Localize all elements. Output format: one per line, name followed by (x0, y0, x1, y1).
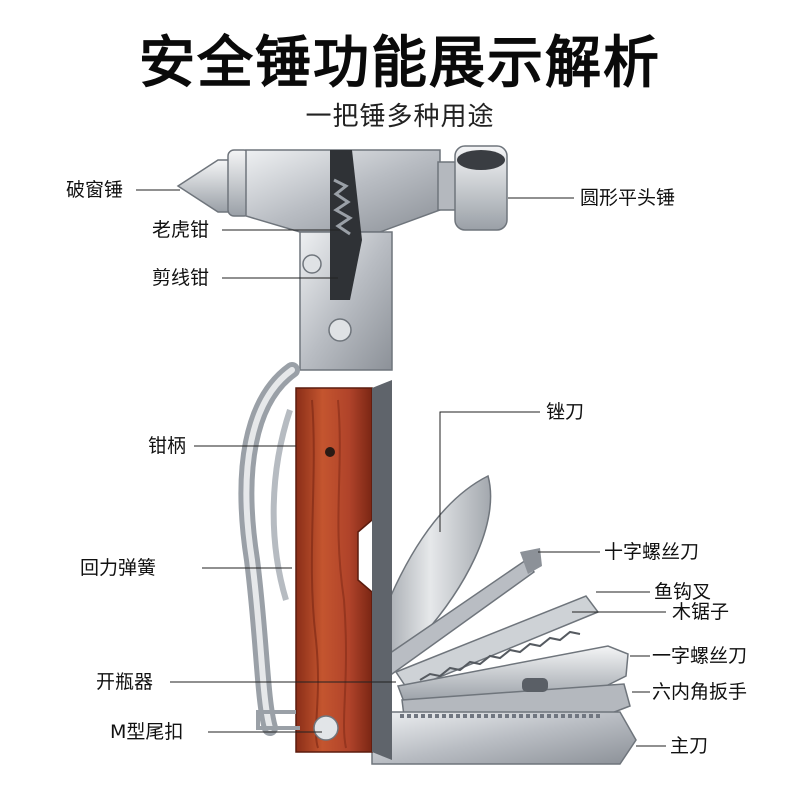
tail-clip-rivet (313, 715, 339, 741)
rivet-pivot (328, 318, 352, 342)
label-plier-handle: 钳柄 (148, 435, 187, 457)
hammer-face-hole (457, 150, 505, 170)
label-bottle-opener: 开瓶器 (96, 671, 154, 693)
wood-handle (295, 380, 392, 760)
handle-rivet (325, 447, 335, 457)
label-return-spring: 回力弹簧 (80, 557, 157, 579)
pliers-jaws (299, 150, 393, 371)
hex-wrench-hole (522, 678, 548, 692)
return-spring (270, 409, 293, 601)
label-hex-wrench: 六内角扳手 (652, 681, 748, 703)
leader-lines-left (136, 189, 396, 733)
label-flat-screwdriver: 一字螺丝刀 (652, 645, 748, 667)
page-title: 安全锤功能展示解析 (139, 31, 661, 96)
label-m-tail-clip: M型尾扣 (110, 721, 184, 743)
leader-cuo-dao (439, 411, 540, 532)
saw-teeth (419, 630, 581, 681)
page-subtitle: 一把锤多种用途 (305, 102, 495, 132)
label-fish-hook-fork: 鱼钩叉 (654, 581, 712, 603)
wood-grain-2 (337, 399, 347, 749)
pliers-teeth (333, 178, 353, 236)
leader-lines-right (439, 197, 666, 747)
label-vise-pliers: 老虎钳 (152, 219, 210, 241)
label-window-breaker: 破窗锤 (66, 179, 124, 201)
label-wood-saw: 木锯子 (672, 601, 730, 623)
rivet-top (302, 254, 322, 274)
m-tail-clip (256, 710, 300, 730)
plier-handle-highlight (243, 367, 295, 731)
wood-scale (295, 387, 373, 753)
pliers-body (299, 231, 393, 371)
label-main-blade: 主刀 (670, 735, 709, 757)
label-phillips-screwdriver: 十字螺丝刀 (604, 541, 700, 563)
main-blade (371, 711, 637, 765)
pliers-jaw-gap (330, 150, 362, 300)
fanned-tools (369, 474, 637, 765)
label-round-flat-hammer: 圆形平头锤 (580, 187, 676, 209)
label-file: 锉刀 (546, 401, 585, 423)
window-breaker-spike (176, 159, 233, 213)
file-blade (369, 474, 492, 661)
handle-liner (372, 380, 392, 760)
label-wire-cutter: 剪线钳 (152, 267, 210, 289)
phillips-tip (520, 548, 542, 574)
